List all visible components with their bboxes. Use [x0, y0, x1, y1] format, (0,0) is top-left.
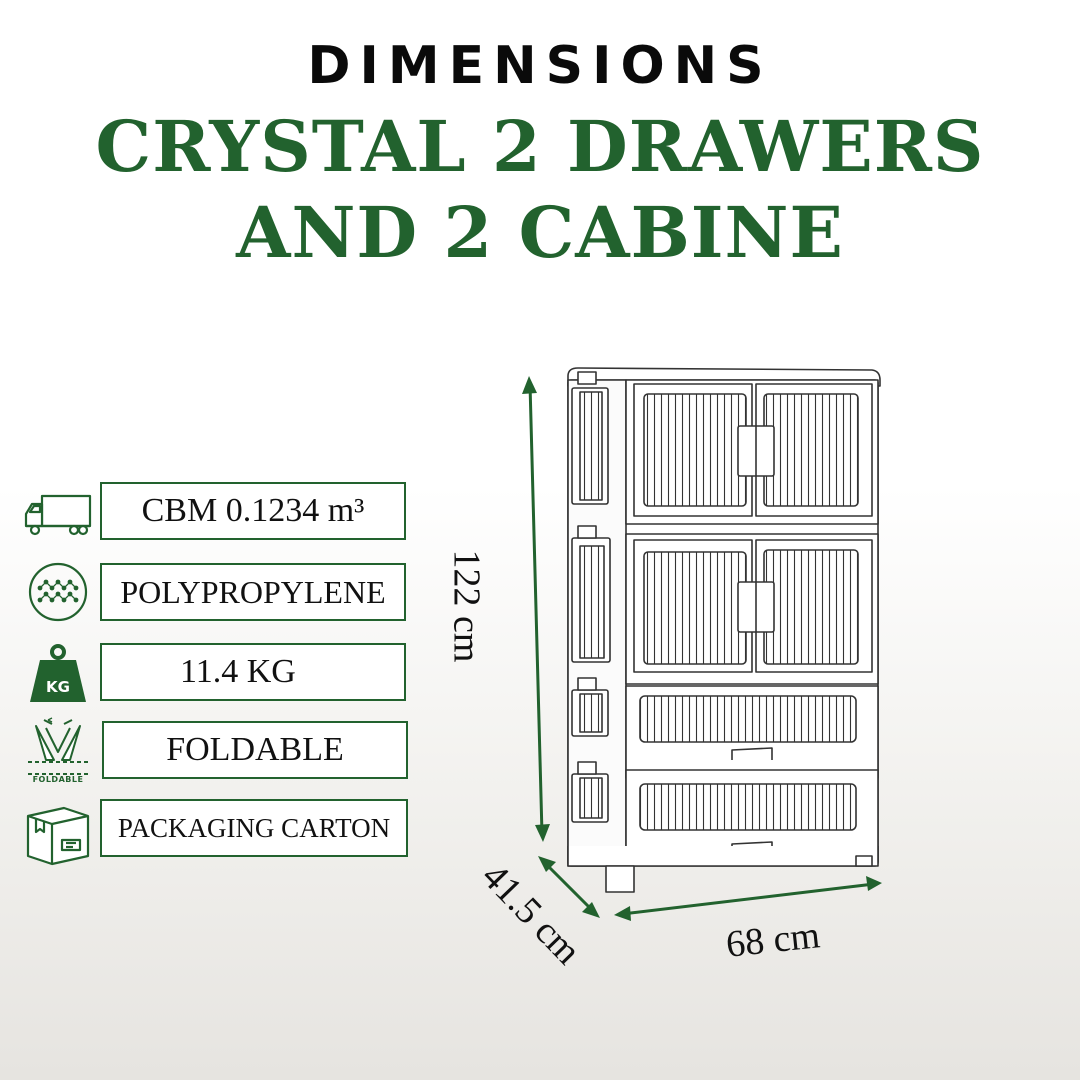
spec-material-label: POLYPROPYLENE	[120, 573, 386, 610]
spec-cbm-label: CBM 0.1234 m³	[141, 492, 365, 529]
product-title: CRYSTAL 2 DRAWERS AND 2 CABINE	[0, 104, 1080, 276]
width-arrow	[620, 882, 876, 916]
depth-arrow	[542, 860, 596, 914]
kg-weight-icon-text: KG	[46, 678, 70, 696]
header-kicker: DIMENSIONS	[307, 36, 773, 96]
height-label: 122 cm	[445, 549, 488, 663]
spec-material: POLYPROPYLENE	[100, 563, 406, 621]
foldable-icon-text: FOLDABLE	[33, 775, 84, 784]
product-title-line-1: CRYSTAL 2 DRAWERS	[95, 105, 985, 188]
cabinet-illustration	[522, 367, 882, 921]
spec-packaging-label: PACKAGING CARTON	[117, 812, 391, 843]
spec-packaging: PACKAGING CARTON	[100, 799, 408, 857]
spec-weight-label: 11.4 KG	[180, 653, 296, 690]
product-title-line-2: AND 2 CABINE	[236, 191, 844, 274]
truck-icon	[24, 494, 92, 536]
spec-foldable: FOLDABLE	[102, 721, 408, 779]
foldable-icon: FOLDABLE	[28, 717, 88, 784]
spec-foldable-label: FOLDABLE	[166, 731, 344, 768]
carton-box-icon	[26, 806, 90, 866]
molecule-icon	[28, 562, 88, 622]
spec-weight: 11.4 KG	[100, 643, 406, 701]
kg-weight-icon: KG	[30, 644, 86, 702]
spec-cbm: CBM 0.1234 m³	[100, 482, 406, 540]
height-arrow	[528, 382, 544, 836]
